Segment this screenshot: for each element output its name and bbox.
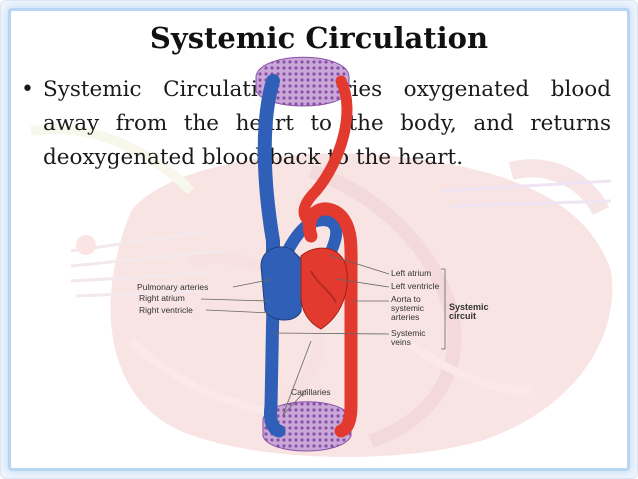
label-left-atrium: Left atrium [391,268,432,278]
label-systemic-veins: Systemic veins [391,328,426,347]
inferior-vena-cava [264,294,286,438]
circulation-diagram [200,56,446,452]
aorta-arch [302,202,358,438]
pulmonary-artery-vessel [277,214,343,267]
label-right-atrium: Right atrium [139,293,185,303]
slide-title: Systemic Circulation [149,21,489,55]
label-systemic-circuit: Systemic circuit [449,302,489,321]
heart [260,246,348,330]
label-aorta: Aorta to systemic arteries [391,294,425,322]
superior-vena-cava [257,74,280,308]
bullet-text: Systemic Circulation carries oxygenated … [43,77,611,170]
bullet-point: • Systemic Circulation carries oxygenate… [21,73,611,175]
label-right-ventricle: Right ventricle [139,305,193,315]
label-left-ventricle: Left ventricle [391,281,440,291]
label-capillaries: Capillaries [291,387,331,397]
right-heart-chambers [260,246,304,321]
slide-frame: Systemic Circulation • Systemic Circulat… [8,8,630,471]
label-pulmonary-arteries: Pulmonary arteries [137,282,209,292]
background-heart-illustration [30,124,613,458]
bullet-marker: • [21,77,34,102]
pulmonary-return [298,75,353,229]
